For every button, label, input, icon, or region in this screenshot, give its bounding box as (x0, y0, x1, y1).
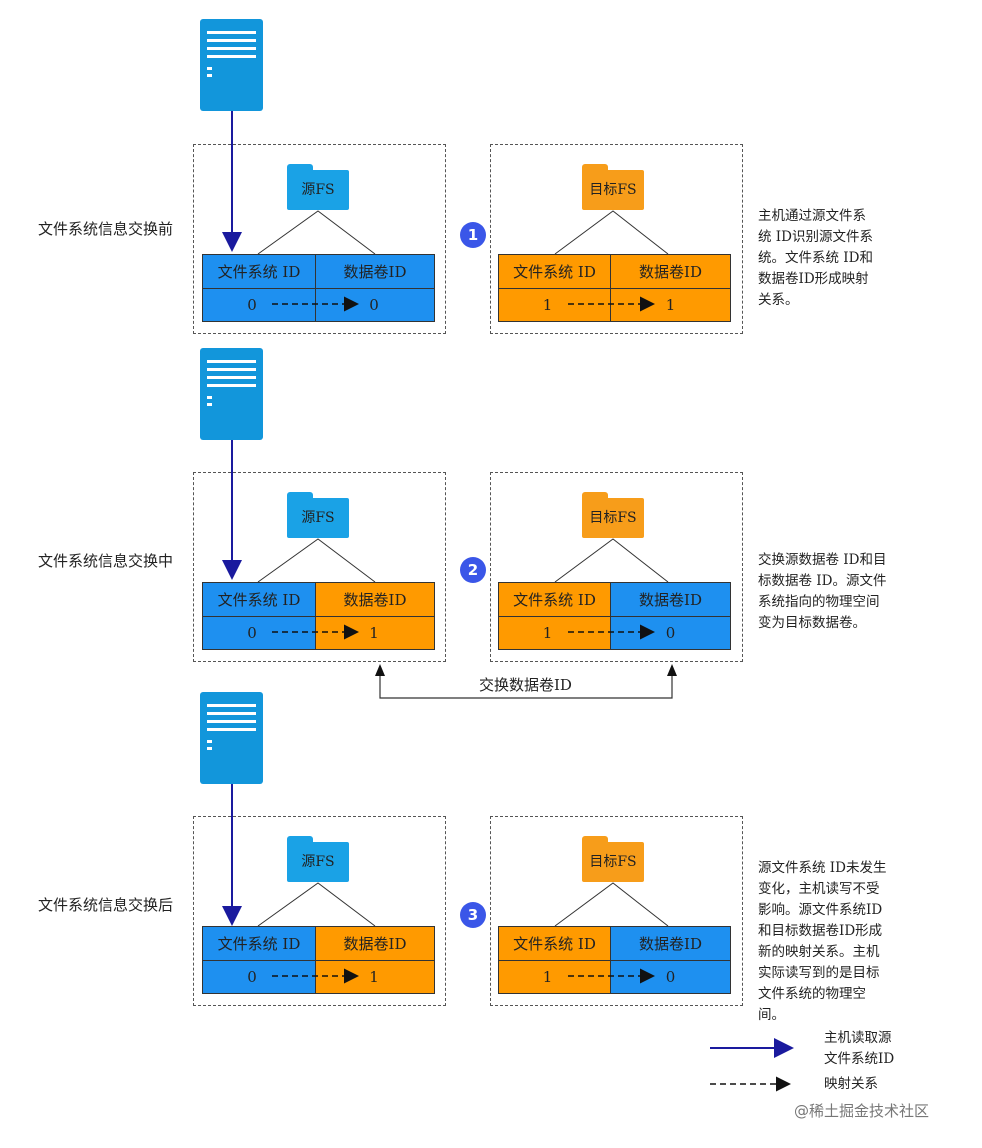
volume-id-header: 数据卷ID (611, 927, 730, 961)
legend-host-read-label: 主机读取源文件系统ID (824, 1030, 895, 1067)
target-fs-folder-icon-3: 目标FS (582, 836, 644, 882)
target-id-table-3: 文件系统 ID 数据卷ID 1 0 (498, 926, 731, 994)
step-badge-2: 2 (460, 557, 486, 583)
tree-lines (257, 210, 669, 927)
stage-label-before: 文件系统信息交换前 (38, 220, 174, 238)
stage-label-after: 文件系统信息交换后 (38, 896, 174, 914)
target-panel-3 (490, 816, 743, 1006)
target-panel-1 (490, 144, 743, 334)
fs-id-value: 1 (499, 617, 611, 649)
host-server-icon-2 (200, 348, 263, 440)
fs-id-header: 文件系统 ID (203, 927, 316, 961)
target-id-table-1: 文件系统 ID 数据卷ID 1 1 (498, 254, 731, 322)
volume-id-value: 1 (316, 961, 434, 993)
fs-id-header: 文件系统 ID (499, 927, 611, 961)
source-id-table-2: 文件系统 ID 数据卷ID 0 1 (202, 582, 435, 650)
target-panel-2 (490, 472, 743, 662)
volume-id-header: 数据卷ID (611, 583, 730, 617)
fs-id-value: 1 (499, 289, 611, 321)
volume-id-value: 1 (316, 617, 434, 649)
fs-id-header: 文件系统 ID (499, 583, 611, 617)
target-fs-folder-icon-1: 目标FS (582, 164, 644, 210)
stage-label-during: 文件系统信息交换中 (38, 552, 174, 570)
source-fs-folder-icon-3: 源FS (287, 836, 349, 882)
fs-id-header: 文件系统 ID (203, 583, 316, 617)
source-fs-label-1: 源FS (301, 182, 335, 198)
volume-id-header: 数据卷ID (316, 927, 434, 961)
fs-id-value: 0 (203, 961, 316, 993)
volume-id-value: 0 (316, 289, 434, 321)
source-fs-label-2: 源FS (301, 510, 335, 526)
volume-id-header: 数据卷ID (316, 255, 434, 289)
target-id-table-2: 文件系统 ID 数据卷ID 1 0 (498, 582, 731, 650)
note-step-2: 交换源数据卷 ID和目标数据卷 ID。源文件系统指向的物理空间变为目标数据卷。 (758, 552, 887, 631)
volume-id-value: 0 (611, 961, 730, 993)
fs-id-value: 0 (203, 617, 316, 649)
swap-arrow (375, 664, 677, 699)
volume-id-value: 0 (611, 617, 730, 649)
volume-id-value: 1 (611, 289, 730, 321)
step-badge-3: 3 (460, 902, 486, 928)
source-id-table-1: 文件系统 ID 数据卷ID 0 0 (202, 254, 435, 322)
target-fs-folder-icon-2: 目标FS (582, 492, 644, 538)
fs-id-header: 文件系统 ID (499, 255, 611, 289)
fs-id-value: 0 (203, 289, 316, 321)
volume-id-header: 数据卷ID (316, 583, 434, 617)
watermark: @稀土掘金技术社区 (794, 1102, 930, 1120)
source-id-table-3: 文件系统 ID 数据卷ID 0 1 (202, 926, 435, 994)
fs-id-header: 文件系统 ID (203, 255, 316, 289)
host-server-icon-1 (200, 19, 263, 111)
source-fs-label-3: 源FS (301, 854, 335, 870)
legend-mapping-label: 映射关系 (824, 1076, 878, 1092)
target-fs-label-3: 目标FS (589, 854, 637, 870)
host-server-icon-3 (200, 692, 263, 784)
source-fs-folder-icon-1: 源FS (287, 164, 349, 210)
source-panel-3 (193, 816, 446, 1006)
fs-id-value: 1 (499, 961, 611, 993)
swap-volume-id-label: 交换数据卷ID (476, 674, 575, 695)
source-fs-folder-icon-2: 源FS (287, 492, 349, 538)
target-fs-label-1: 目标FS (589, 182, 637, 198)
note-step-1: 主机通过源文件系统 ID识别源文件系统。文件系统 ID和数据卷ID形成映射关系。 (758, 208, 873, 308)
volume-id-header: 数据卷ID (611, 255, 730, 289)
source-panel-2 (193, 472, 446, 662)
source-panel-1 (193, 144, 446, 334)
step-badge-1: 1 (460, 222, 486, 248)
target-fs-label-2: 目标FS (589, 510, 637, 526)
